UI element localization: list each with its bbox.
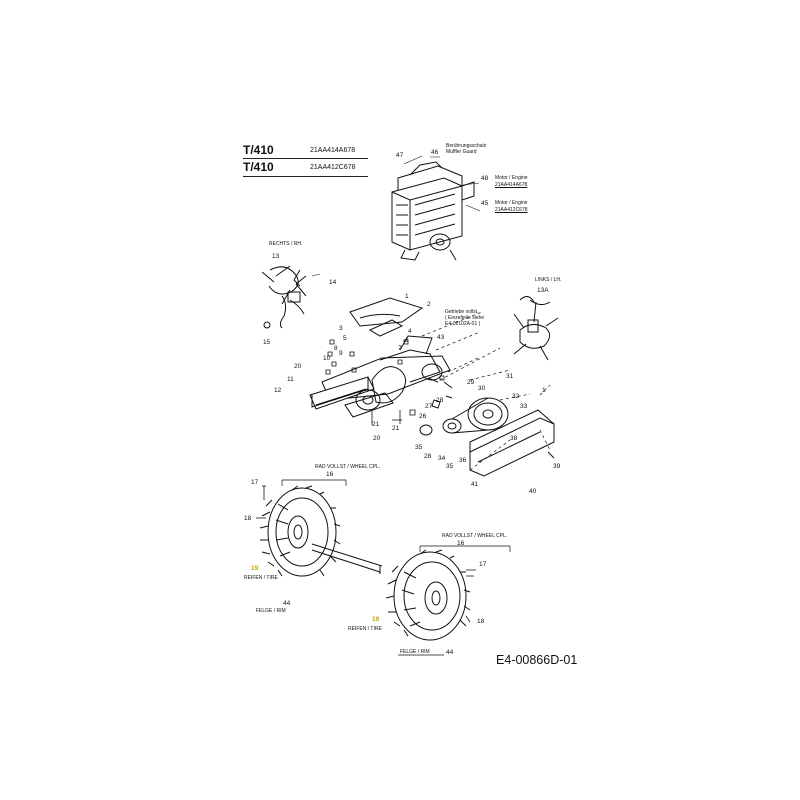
callout-2: 2 [427,301,431,308]
left-hand-label: LINKS / LH. [535,277,562,283]
callout-17: 17 [479,561,487,568]
callout-43: 43 [437,334,445,341]
callout-15: 15 [263,339,271,346]
model-label: T/410 [243,160,274,174]
wheel-complete-label: RAD VOLLST / WHEEL CPL. [315,464,381,470]
callout-16: 16 [326,471,334,478]
callout-20: 20 [294,363,302,370]
callout-20: 20 [373,435,381,442]
rim-label: FELGE / RIM [400,649,430,655]
callout-28: 28 [424,453,432,460]
callout-21: 21 [372,421,380,428]
callout-18: 18 [477,618,485,625]
callout-40: 40 [529,488,537,495]
callout-21: 21 [392,425,400,432]
callout-18: 18 [244,515,252,522]
belt-drive-drawing [419,377,509,436]
callout-29: 29 [467,379,475,386]
callout-13a: 13A [537,287,549,294]
callout-5: 5 [343,335,347,342]
engine-code: 21AA412C678 [495,207,528,213]
model-code: 21AA412C678 [310,164,356,171]
gearbox-label: ( Einzelteile siehe [445,315,485,321]
rim-label: FELGE / RIM [256,608,286,614]
muffler-guard-label-en: Muffler Guard [446,149,477,155]
callout-10: 10 [323,355,331,362]
callout-44: 44 [283,600,291,607]
callout-31: 31 [506,373,514,380]
callout-11: 11 [287,376,294,383]
callout-7: 7 [398,345,402,352]
engine-code: 21AA414A678 [495,182,528,188]
callout-6: 6 [405,337,409,344]
tire-label: REIFEN / TIRE [348,626,382,632]
callout-48: 48 [481,175,489,182]
header-rule [243,158,368,159]
callout-14: 14 [329,279,337,286]
callout-4: 4 [408,328,412,335]
gearbox-label: Getriebe vollst. [445,309,479,315]
engine-drawing [391,161,475,261]
callout-36: 36 [459,457,467,464]
callout-19: 19 [251,565,259,572]
callout-1: 1 [405,293,409,300]
callout-13: 13 [272,253,280,260]
callout-30: 30 [478,385,486,392]
left-tine-drawing [513,296,559,361]
callout-33: 33 [520,403,528,410]
callout-17: 17 [251,479,259,486]
wheel-1-drawing [256,485,383,577]
header-rule [243,176,368,177]
callout-3: 3 [339,325,343,332]
callout-8: 8 [334,345,338,352]
callout-39: 39 [553,463,561,470]
figure-id: E4-00866D-01 [496,653,578,667]
callout-1: 1 [542,387,546,394]
right-hand-label: RECHTS / RH. [269,241,303,247]
callout-41: 41 [471,481,479,488]
callout-27: 27 [425,403,433,410]
callout-44: 44 [446,649,454,656]
model-label: T/410 [243,143,274,157]
model-code: 21AA414A678 [310,147,356,154]
callout-38: 38 [510,435,518,442]
right-tine-drawing [261,265,321,329]
callout-47: 47 [396,152,404,159]
callout-28: 28 [436,397,444,404]
callout-34: 34 [438,455,446,462]
wheel-2-drawing [385,549,476,641]
gearbox-label: E4-02102A-01 ) [445,321,481,327]
wheel-complete-label: RAD VOLLST / WHEEL CPL. [442,533,508,539]
callout-9: 9 [339,350,343,357]
muffler-guard-label-de: Berührungsschutz [446,143,487,149]
callout-32: 32 [512,393,520,400]
engine-label: Motor / Engine [495,200,528,206]
callout-16: 16 [457,540,465,547]
callout-35: 35 [446,463,454,470]
engine-label: Motor / Engine [495,175,528,181]
callout-12: 12 [274,387,282,394]
callout-26: 26 [419,413,427,420]
callout-46: 46 [431,149,439,156]
callout-35: 35 [415,444,423,451]
callout-45: 45 [481,200,489,207]
tire-label: REIFEN / TIRE [244,575,278,581]
callout-19: 19 [372,616,380,623]
